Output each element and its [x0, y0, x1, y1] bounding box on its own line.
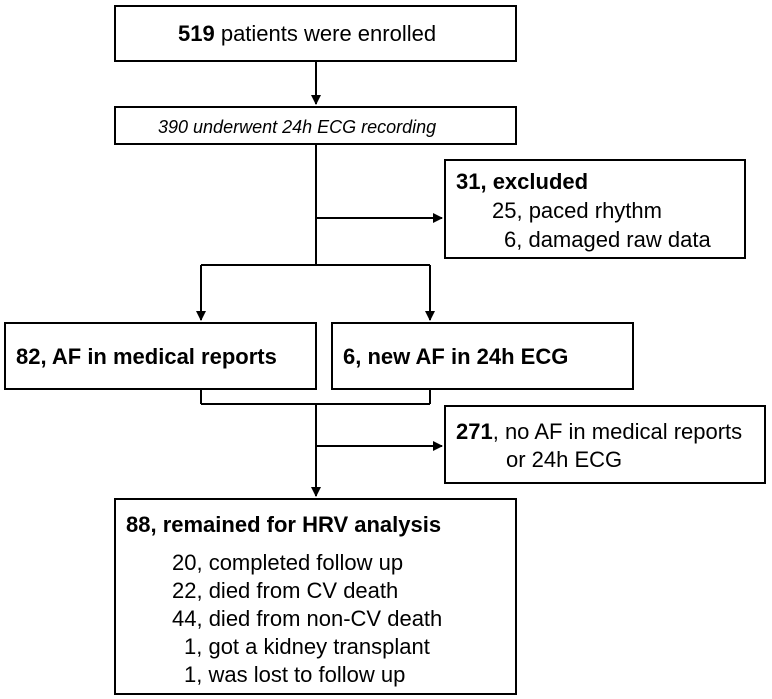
af-new-box: 6, new AF in 24h ECG: [331, 322, 634, 390]
enrolled-text: patients were enrolled: [214, 21, 437, 46]
excluded-item: 25, paced rhythm: [492, 198, 662, 223]
remained-item: 1, was lost to follow up: [184, 662, 406, 687]
remained-item: 20, completed follow up: [172, 550, 404, 575]
af-medical-box: 82, AF in medical reports: [4, 322, 317, 390]
enrolled-count: 519: [178, 21, 215, 46]
no-af-line1: 271, no AF in medical reports: [456, 419, 742, 445]
remained-title: 88, remained for HRV analysis: [126, 512, 442, 537]
remained-box: 88, remained for HRV analysis 20, comple…: [114, 498, 517, 695]
remained-item: 22, died from CV death: [172, 578, 399, 603]
excluded-title: 31, excluded: [456, 169, 589, 194]
ecg-label: 390 underwent 24h ECG recording: [158, 117, 437, 137]
af-medical-label: 82, AF in medical reports: [16, 344, 277, 369]
af-new-label: 6, new AF in 24h ECG: [343, 344, 569, 369]
enrolled-label: 519 patients were enrolled: [178, 21, 436, 47]
ecg-box: 390 underwent 24h ECG recording: [114, 106, 517, 145]
remained-item: 1, got a kidney transplant: [184, 634, 430, 659]
excluded-box: 31, excluded 25, paced rhythm 6, damaged…: [444, 159, 746, 259]
excluded-item: 6, damaged raw data: [504, 227, 711, 252]
enrolled-box: 519 patients were enrolled: [114, 5, 517, 62]
no-af-line2: or 24h ECG: [506, 447, 623, 472]
no-af-box: 271, no AF in medical reports or 24h ECG: [444, 405, 766, 484]
no-af-text: , no AF in medical reports: [492, 419, 743, 444]
remained-item: 44, died from non-CV death: [172, 606, 443, 631]
no-af-count: 271: [456, 419, 493, 444]
